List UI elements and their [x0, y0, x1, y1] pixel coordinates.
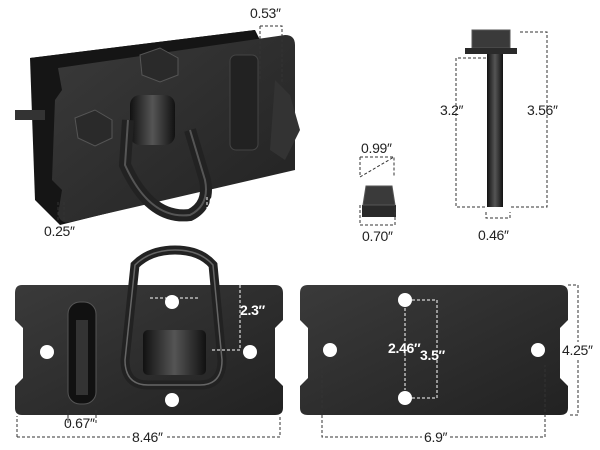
dimension-ring-inner-width: 2.22″ — [155, 264, 188, 280]
bolt — [465, 29, 517, 207]
dimension-ring-height: 2.3″ — [240, 302, 265, 318]
dimension-nut-flange: 0.99″ — [361, 140, 392, 156]
plate-back — [300, 285, 568, 415]
dimension-ring-thickness: 0.55″ — [209, 194, 242, 210]
dimension-hole-spacing-inner: 2.46″ — [388, 340, 421, 356]
dimension-lines-light — [150, 197, 438, 399]
dimension-lines — [16, 25, 579, 438]
dimension-top-gap: 0.53″ — [250, 5, 281, 21]
dimension-hole-spacing-vertical: 3.5″ — [420, 347, 445, 363]
dimension-bolt-diameter: 0.46″ — [478, 227, 509, 243]
dimension-hole-spacing-horizontal: 6.9″ — [422, 429, 450, 445]
dimension-plate-height: 4.25″ — [562, 342, 593, 358]
assembly-3d — [15, 30, 300, 225]
dimension-slot-width: 0.67″ — [64, 415, 95, 431]
dimension-plate-length: 8.46″ — [130, 429, 165, 445]
dimension-nut-width: 0.70″ — [362, 228, 393, 244]
plate-front — [15, 245, 283, 415]
dimension-bolt-thread-length: 3.2″ — [440, 102, 464, 118]
dimension-bolt-total-length: 3.56″ — [527, 102, 558, 118]
flange-nut — [362, 185, 396, 217]
dimension-plate-thickness: 0.25″ — [44, 223, 75, 239]
